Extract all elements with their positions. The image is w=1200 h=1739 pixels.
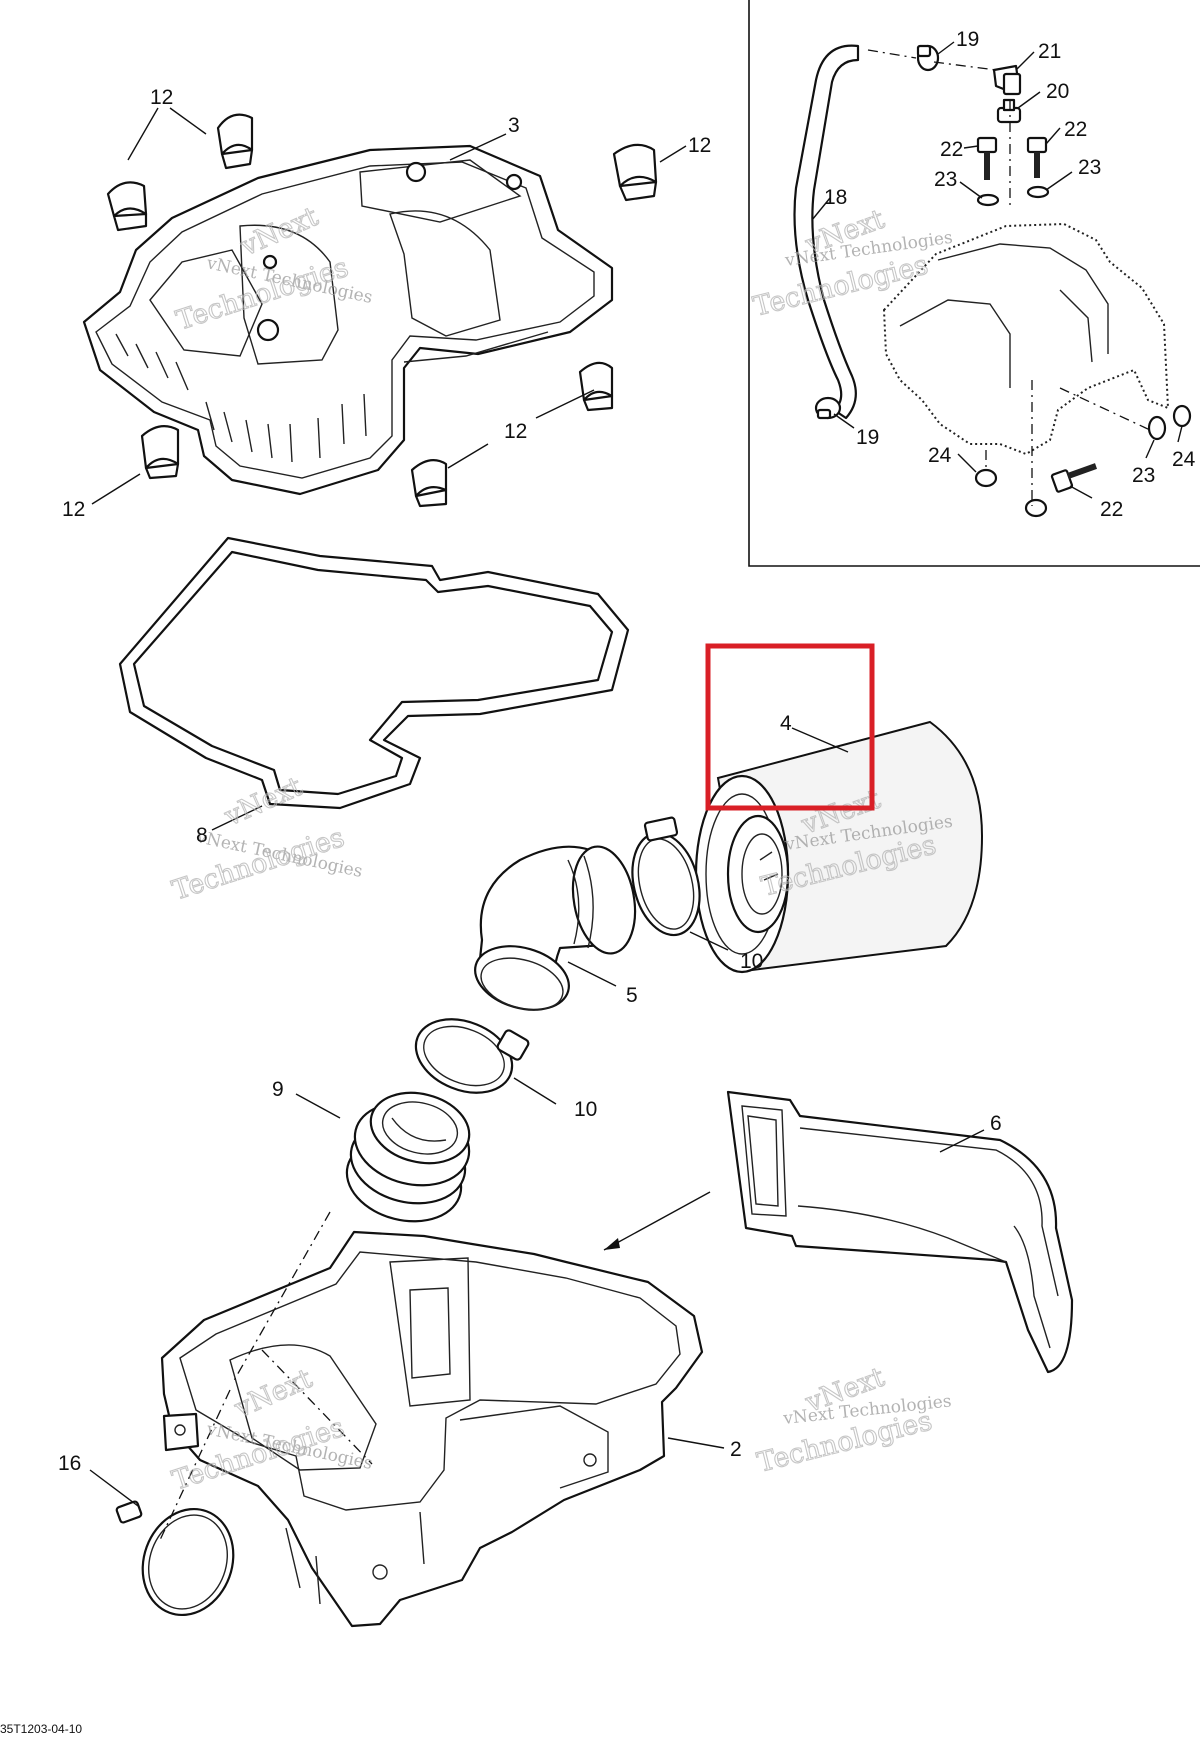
inset-airbox-outline xyxy=(867,49,1170,506)
callout-12: 12 xyxy=(62,498,85,521)
reference-code: 35T1203-04-10 xyxy=(0,1722,82,1736)
airbox-cover-part-3 xyxy=(82,144,614,496)
callout-8: 8 xyxy=(196,824,208,847)
inset-bolts-part-22 xyxy=(976,136,1098,493)
callout-23: 23 xyxy=(1078,156,1101,179)
callout-22: 22 xyxy=(940,138,963,161)
clip-part-12-top-left xyxy=(106,181,148,232)
highlight-box xyxy=(705,643,875,811)
callout-19: 19 xyxy=(956,28,979,51)
callout-3: 3 xyxy=(508,114,520,137)
callout-16: 16 xyxy=(58,1452,81,1475)
callout-4: 4 xyxy=(780,712,792,735)
callout-12: 12 xyxy=(150,86,173,109)
leader-lines xyxy=(89,41,1183,1507)
callout-18: 18 xyxy=(824,186,847,209)
clip-part-12-top-center xyxy=(216,113,254,170)
callout-19: 19 xyxy=(856,426,879,449)
callout-9: 9 xyxy=(272,1078,284,1101)
rubber-boot-part-9 xyxy=(345,1091,471,1223)
clip-part-12-bottom-center xyxy=(410,459,448,508)
callout-5: 5 xyxy=(626,984,638,1007)
inset-grommet-part-20 xyxy=(996,98,1022,124)
callout-21: 21 xyxy=(1038,40,1061,63)
callout-20: 20 xyxy=(1046,80,1069,103)
airbox-base-part-2 xyxy=(160,1230,704,1628)
callout-12: 12 xyxy=(504,420,527,443)
callout-23: 23 xyxy=(934,168,957,191)
inset-panel xyxy=(748,0,1200,567)
air-filter-part-4 xyxy=(694,720,984,974)
inset-nuts-part-24 xyxy=(974,404,1192,518)
callout-6: 6 xyxy=(990,1112,1002,1135)
callout-22: 22 xyxy=(1100,498,1123,521)
inset-breather-hose-part-18 xyxy=(793,44,860,420)
gasket-part-8 xyxy=(118,536,630,810)
clip-part-12-bottom-left xyxy=(140,425,180,480)
clamp-part-10-upper xyxy=(631,816,701,937)
inset-fitting-part-21 xyxy=(992,64,1022,96)
inset-hose-clamp-part-19-top xyxy=(916,44,940,72)
callout-24: 24 xyxy=(928,444,952,467)
callouts: 12 3 12 12 12 8 4 10 5 10 9 6 2 16 19 21… xyxy=(58,28,1196,1475)
callout-23: 23 xyxy=(1132,464,1155,487)
inset-washers-part-23 xyxy=(976,185,1167,441)
callout-22: 22 xyxy=(1064,118,1087,141)
clamp-part-16 xyxy=(115,1500,235,1617)
intake-duct-part-6 xyxy=(726,1090,1074,1374)
callout-24: 24 xyxy=(1172,448,1196,471)
callout-12: 12 xyxy=(688,134,711,157)
callout-10: 10 xyxy=(740,950,763,973)
clamp-part-10-lower xyxy=(414,1018,530,1094)
inset-hose-clamp-part-19-bottom xyxy=(814,396,842,420)
clip-part-12-mid-right xyxy=(578,361,614,412)
callout-10: 10 xyxy=(574,1098,597,1121)
callout-2: 2 xyxy=(730,1438,742,1461)
assembly-lines xyxy=(159,1191,711,1541)
clip-part-12-top-right xyxy=(612,143,658,202)
intake-elbow-part-5 xyxy=(474,845,637,1011)
